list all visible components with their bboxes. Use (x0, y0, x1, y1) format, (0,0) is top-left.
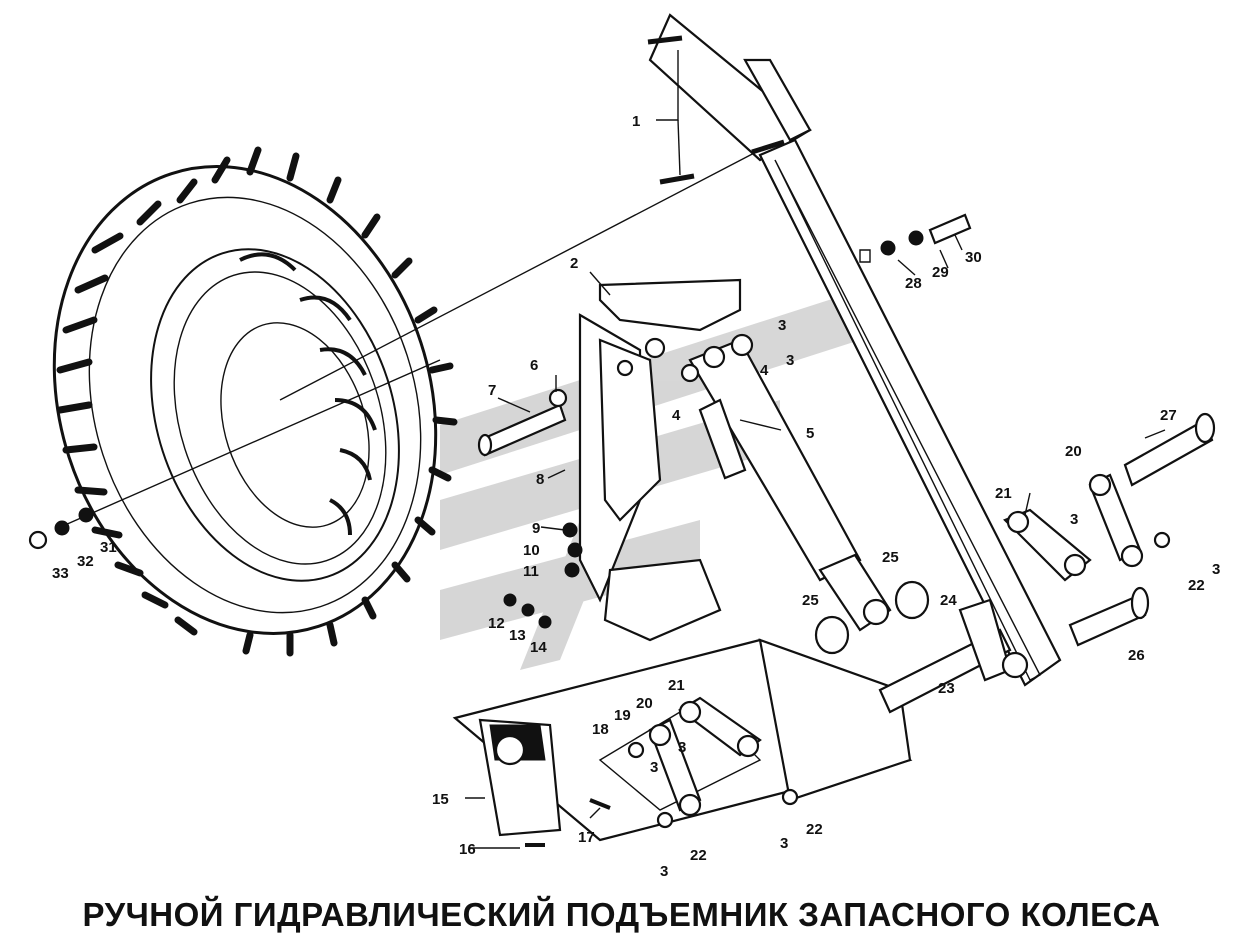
callout-32: 32 (77, 553, 94, 570)
callout-23: 23 (938, 680, 955, 697)
fasteners (28, 213, 1171, 829)
bracket-2 (578, 278, 742, 642)
diagram-title: РУЧНОЙ ГИДРАВЛИЧЕСКИЙ ПОДЪЕМНИК ЗАПАСНОГ… (82, 896, 1161, 933)
callout-31: 31 (100, 539, 117, 556)
callout-19: 19 (614, 707, 631, 724)
upper-mount-plate (647, 13, 812, 185)
callout-28: 28 (905, 275, 922, 292)
callout-11: 11 (523, 563, 539, 580)
callout-13: 13 (509, 627, 526, 644)
callout-14: 14 (530, 639, 547, 656)
callout-10: 10 (523, 542, 540, 559)
callout-29: 29 (932, 264, 949, 281)
callout-27: 27 (1160, 407, 1177, 424)
callout-24: 24 (940, 592, 957, 609)
callout-3-lower-b: 3 (660, 863, 668, 880)
callout-3-right-b: 3 (1212, 561, 1220, 578)
hydraulic-cylinder-5 (680, 333, 892, 632)
callout-4b: 4 (672, 407, 681, 424)
callout-8: 8 (536, 471, 544, 488)
callout-3-lower-a: 3 (678, 739, 686, 756)
callout-25-right: 25 (882, 549, 899, 566)
callout-numbers: 1 2 3 4 4 3 5 6 7 8 9 10 11 12 13 14 15 … (52, 113, 1220, 880)
callout-20-lower: 20 (636, 695, 653, 712)
rear-bracket-15 (478, 718, 611, 847)
callout-22-lower-a: 22 (690, 847, 707, 864)
links-20-21 (648, 473, 1144, 817)
lower-frame-plate (452, 638, 913, 842)
wheel-axis-line (64, 359, 441, 526)
callout-3: 3 (786, 352, 794, 369)
callout-16: 16 (459, 841, 476, 858)
callout-3-right-a: 3 (1070, 511, 1078, 528)
callout-5: 5 (806, 425, 814, 442)
callout-15: 15 (432, 791, 449, 808)
spare-wheel-tire (52, 146, 458, 657)
callout-22-right: 22 (1188, 577, 1205, 594)
callout-18: 18 (592, 721, 609, 738)
callout-3-lower-c: 3 (780, 835, 788, 852)
callout-3-lower-d: 3 (650, 759, 658, 776)
callout-26: 26 (1128, 647, 1145, 664)
callout-3b: 3 (778, 317, 786, 334)
mount-axis-line (279, 149, 761, 401)
callout-33: 33 (52, 565, 69, 582)
callout-21-right: 21 (995, 485, 1012, 502)
callout-6: 6 (530, 357, 538, 374)
callout-1: 1 (632, 113, 640, 130)
callout-21-lower: 21 (668, 677, 685, 694)
callout-2: 2 (570, 255, 578, 272)
callout-20-right: 20 (1065, 443, 1082, 460)
callout-22-lower-b: 22 (806, 821, 823, 838)
leader-lines (465, 50, 1166, 849)
callout-7: 7 (488, 382, 496, 399)
frame-rails (758, 138, 1062, 687)
callout-4: 4 (760, 362, 769, 379)
callout-25-left: 25 (802, 592, 819, 609)
bushings-25 (814, 580, 930, 655)
callout-17: 17 (578, 829, 595, 846)
callout-12: 12 (488, 615, 505, 632)
callout-30: 30 (965, 249, 982, 266)
callout-9: 9 (532, 520, 540, 537)
